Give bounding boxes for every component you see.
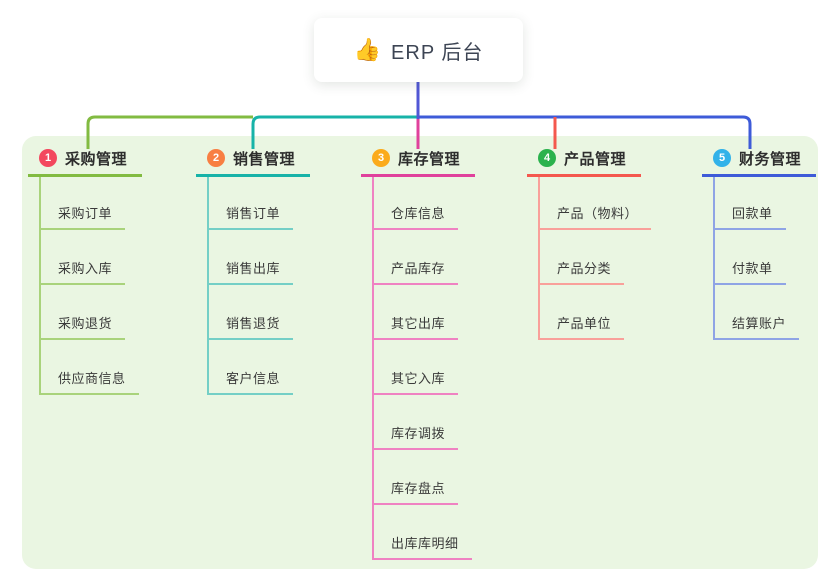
children-list: 回款单付款单结算账户 bbox=[713, 176, 800, 340]
branch-1: 1 采购管理采购订单采购入库采购退货供应商信息 bbox=[28, 148, 143, 395]
child-node[interactable]: 采购退货 bbox=[41, 285, 126, 340]
topic-node[interactable]: 2 销售管理 bbox=[196, 149, 311, 177]
child-node[interactable]: 供应商信息 bbox=[41, 340, 139, 395]
branch-5: 5 财务管理回款单付款单结算账户 bbox=[702, 148, 817, 340]
numbered-badge-icon: 3 bbox=[372, 149, 390, 167]
child-node[interactable]: 库存盘点 bbox=[374, 450, 459, 505]
children-list: 采购订单采购入库采购退货供应商信息 bbox=[39, 176, 139, 395]
children-list: 产品（物料）产品分类产品单位 bbox=[538, 176, 652, 340]
child-node[interactable]: 产品单位 bbox=[540, 285, 625, 340]
branches-panel bbox=[22, 136, 818, 569]
child-node[interactable]: 销售订单 bbox=[209, 177, 294, 230]
child-node[interactable]: 采购订单 bbox=[41, 177, 126, 230]
thumbs-up-icon: 👍 bbox=[353, 37, 382, 62]
root-node[interactable]: 👍 ERP 后台 bbox=[314, 18, 523, 82]
child-node[interactable]: 销售出库 bbox=[209, 230, 294, 285]
topic-label: 采购管理 bbox=[65, 150, 128, 168]
child-node[interactable]: 销售退货 bbox=[209, 285, 294, 340]
topic-node[interactable]: 1 采购管理 bbox=[28, 149, 143, 177]
branch-3: 3 库存管理仓库信息产品库存其它出库其它入库库存调拨库存盘点出库库明细 bbox=[361, 148, 476, 560]
child-node[interactable]: 客户信息 bbox=[209, 340, 294, 395]
root-node-label: ERP 后台 bbox=[391, 41, 484, 64]
numbered-badge-icon: 1 bbox=[39, 149, 57, 167]
child-node[interactable]: 产品（物料） bbox=[540, 177, 652, 230]
child-node[interactable]: 回款单 bbox=[715, 177, 786, 230]
child-node[interactable]: 产品分类 bbox=[540, 230, 625, 285]
topic-label: 财务管理 bbox=[739, 150, 802, 168]
branch-4: 4 产品管理产品（物料）产品分类产品单位 bbox=[527, 148, 652, 340]
child-node[interactable]: 结算账户 bbox=[715, 285, 800, 340]
children-list: 仓库信息产品库存其它出库其它入库库存调拨库存盘点出库库明细 bbox=[372, 176, 472, 560]
topic-node[interactable]: 5 财务管理 bbox=[702, 149, 817, 177]
topic-label: 产品管理 bbox=[564, 150, 627, 168]
child-node[interactable]: 其它入库 bbox=[374, 340, 459, 395]
topic-label: 销售管理 bbox=[233, 150, 296, 168]
child-node[interactable]: 其它出库 bbox=[374, 285, 459, 340]
numbered-badge-icon: 5 bbox=[713, 149, 731, 167]
numbered-badge-icon: 4 bbox=[538, 149, 556, 167]
branch-2: 2 销售管理销售订单销售出库销售退货客户信息 bbox=[196, 148, 311, 395]
numbered-badge-icon: 2 bbox=[207, 149, 225, 167]
topic-node[interactable]: 3 库存管理 bbox=[361, 149, 476, 177]
child-node[interactable]: 付款单 bbox=[715, 230, 786, 285]
child-node[interactable]: 库存调拨 bbox=[374, 395, 459, 450]
topic-node[interactable]: 4 产品管理 bbox=[527, 149, 642, 177]
child-node[interactable]: 采购入库 bbox=[41, 230, 126, 285]
child-node[interactable]: 出库库明细 bbox=[374, 505, 472, 560]
children-list: 销售订单销售出库销售退货客户信息 bbox=[207, 176, 294, 395]
child-node[interactable]: 产品库存 bbox=[374, 230, 459, 285]
child-node[interactable]: 仓库信息 bbox=[374, 177, 459, 230]
topic-label: 库存管理 bbox=[398, 150, 461, 168]
